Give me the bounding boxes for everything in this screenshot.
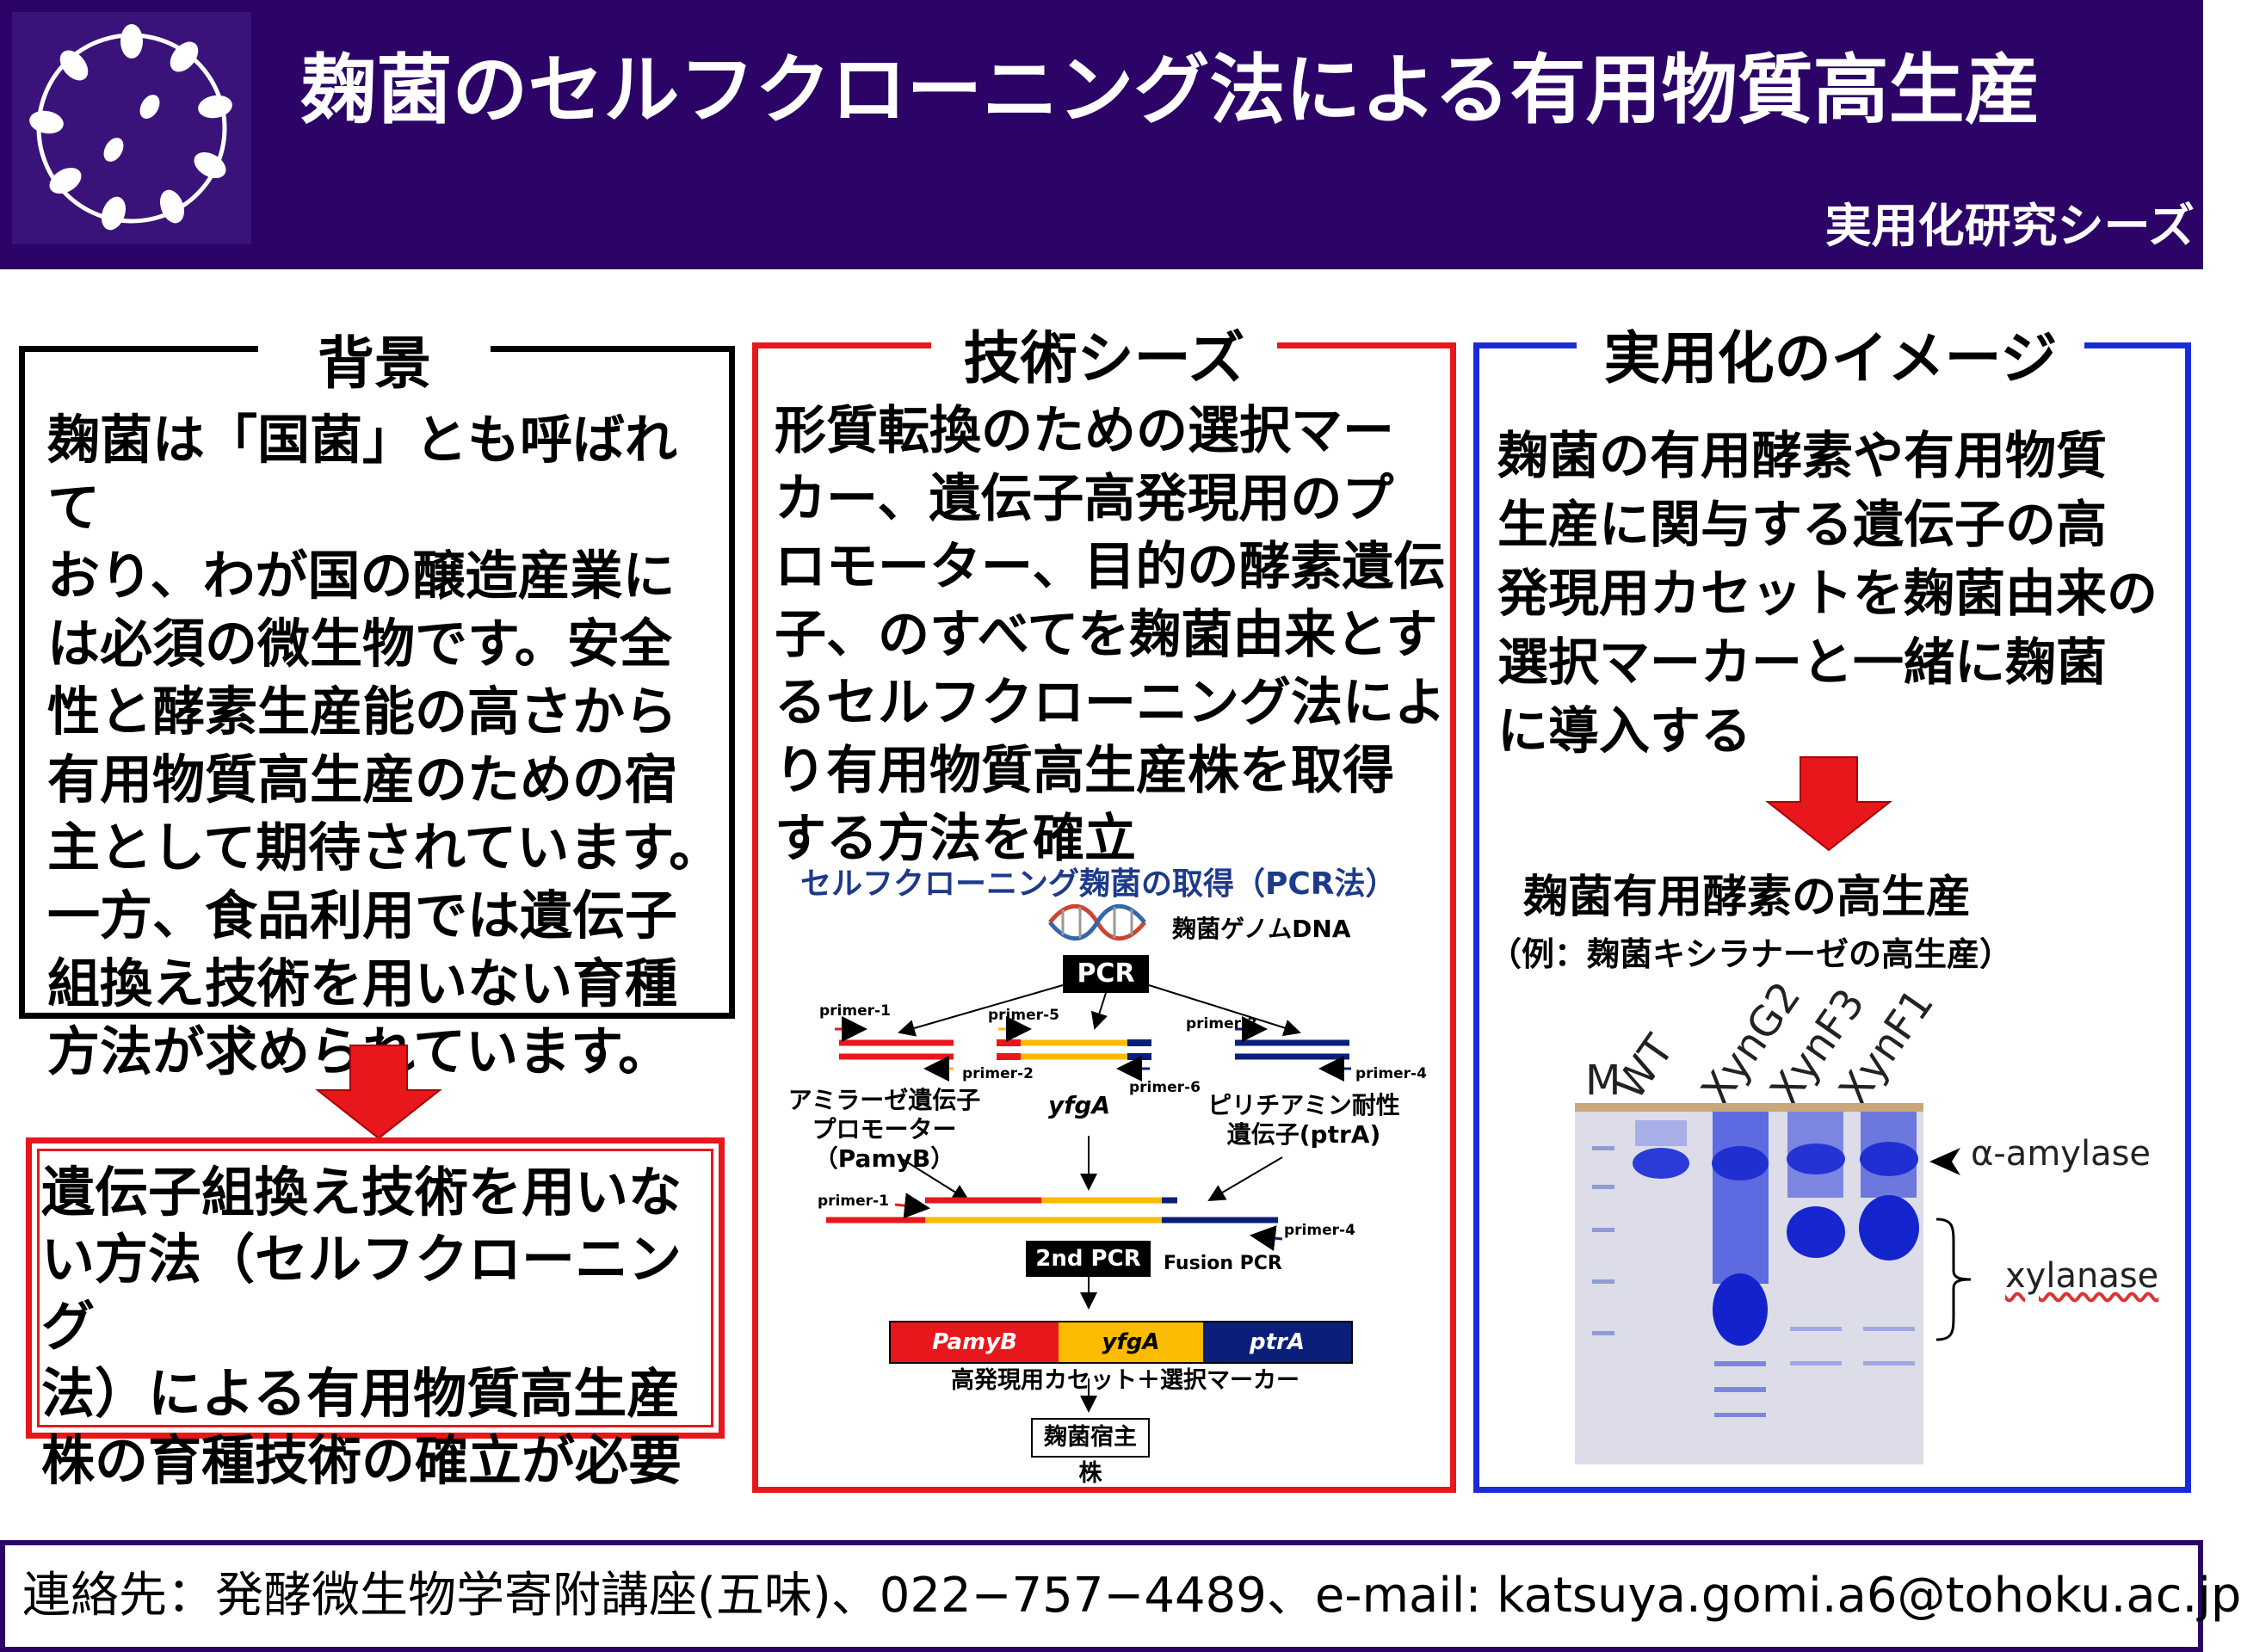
xylanase-bracket	[1935, 1217, 1972, 1341]
cassette: PamyB yfgA ptrA	[889, 1321, 1353, 1364]
text-line: 生産に関与する遺伝子の高	[1497, 495, 2108, 554]
text-line: 遺伝子組換え技術を用いな	[41, 1161, 682, 1224]
result-title: 麹菌有用酵素の高生産	[1523, 872, 1972, 923]
primer-label: primer-6	[1129, 1079, 1201, 1096]
seeds-text: 形質転換のための選択マー カー、遺伝子高発現用のプ ロモーター、目的の酵素遺伝 …	[775, 398, 1454, 873]
gene2-label: yfgA	[1048, 1091, 1111, 1119]
text-line: に導入する	[1497, 701, 1752, 761]
text-line: 麹菌の有用酵素や有用物質	[1497, 426, 2108, 485]
cassette-yfga: yfgA	[1059, 1322, 1203, 1362]
sds-page-gel	[1575, 1103, 1923, 1464]
text-line: 遺伝子(ptrA)	[1226, 1120, 1381, 1149]
pcr-box: PCR	[1063, 955, 1149, 993]
background-text: 麹菌は「国菌」とも呼ばれて おり、わが国の醸造産業に は必須の微生物です。安全 …	[47, 406, 727, 1086]
text-line: （PamyB）	[813, 1144, 955, 1173]
cassette-label: 高発現用カセット＋選択マーカー	[951, 1367, 1300, 1394]
text-line: 麹菌は「国菌」とも呼ばれて	[47, 410, 678, 539]
background-title: 背景	[258, 325, 491, 403]
text-line: カー、遺伝子高発現用のプ	[775, 469, 1394, 529]
down-arrow-2	[1765, 756, 1892, 852]
result-example: （例：麹菌キシラナーゼの高生産）	[1489, 935, 2013, 973]
text-line: 一方、食品利用では遺伝子	[47, 885, 678, 946]
text-line: るセルフクローニング法によ	[775, 673, 1446, 733]
text-line: 主として期待されています。	[47, 817, 722, 878]
primer-label: primer-2	[962, 1065, 1034, 1082]
primer-label: primer-1	[819, 1002, 891, 1020]
dna-icon	[1048, 903, 1146, 941]
contact-footer: 連絡先：発酵微生物学寄附講座(五味)、022−757−4489、e-mail: …	[0, 1540, 2241, 1652]
page-subtitle: 実用化研究シーズ	[1824, 199, 2195, 253]
text-line: は必須の微生物です。安全	[47, 613, 672, 675]
seeds-title: 技術シーズ	[931, 320, 1277, 398]
text-line: する方法を確立	[775, 809, 1136, 869]
cassette-pamyb: PamyB	[891, 1322, 1059, 1362]
diagram-title: セルフクローニング麹菌の取得（PCR法）	[800, 866, 1397, 902]
primer-label: primer-5	[988, 1007, 1059, 1024]
fusion-label: Fusion PCR	[1164, 1253, 1282, 1274]
text-line: 性と酵素生産能の高さから	[47, 681, 678, 743]
text-line: 形質転換のための選択マー	[775, 401, 1394, 461]
text-line: 株の育種技術の確立が必要	[41, 1429, 682, 1492]
alpha-amylase-label: α-amylase	[1971, 1134, 2151, 1174]
application-title: 実用化のイメージ	[1577, 320, 2084, 398]
pcr-lines	[826, 984, 1351, 1413]
gel-lane-label: M	[1585, 1057, 1621, 1105]
second-pcr-box: 2nd PCR	[1026, 1241, 1151, 1277]
host-box: 麹菌宿主株	[1031, 1418, 1150, 1487]
text-line: り有用物質高生産株を取得	[775, 741, 1394, 801]
text-line: プロモーター	[812, 1115, 957, 1143]
text-line: 選択マーカーと一緒に麹菌	[1497, 632, 2108, 692]
primer-label: primer-3	[1186, 1015, 1257, 1032]
xylanase-label: xylanase	[2005, 1256, 2159, 1296]
university-logo	[12, 12, 251, 244]
text-line: 有用物質高生産のための宿	[47, 749, 678, 811]
text-line: 子、のすべてを麹菌由来とす	[775, 605, 1438, 665]
genome-label: 麹菌ゲノムDNA	[1172, 915, 1351, 943]
text-line: 法）による有用物質高生産	[41, 1362, 681, 1425]
page-title: 麹菌のセルフクローニング法による有用物質高生産	[300, 46, 2040, 134]
need-box	[26, 1137, 725, 1439]
pcr-diagram: セルフクローニング麹菌の取得（PCR法） 麹菌ゲノムDNA PCR	[757, 852, 1454, 1489]
band-pointer-icon	[1929, 1148, 1960, 1175]
primer-label: primer-4	[1284, 1222, 1355, 1239]
text-line: 組換え技術を用いない育種	[47, 953, 678, 1014]
contact-text: 連絡先：発酵微生物学寄附講座(五味)、022−757−4489、e-mail: …	[22, 1568, 2241, 1624]
text-line: おり、わが国の醸造産業に	[47, 546, 676, 607]
text-line: い方法（セルフクローニング	[41, 1228, 682, 1358]
primer-label: primer-4	[1355, 1065, 1427, 1082]
text-line: ロモーター、目的の酵素遺伝	[775, 537, 1446, 597]
gene1-label: アミラーゼ遺伝子 プロモーター （PamyB）	[783, 1086, 985, 1174]
primer-label: primer-1	[818, 1193, 889, 1210]
text-line: アミラーゼ遺伝子	[787, 1086, 981, 1114]
text-line: ピリチアミン耐性	[1207, 1091, 1400, 1119]
text-line: 発現用カセットを麹菌由来の	[1497, 564, 2158, 623]
need-text: 遺伝子組換え技術を用いな い方法（セルフクローニング 法）による有用物質高生産 …	[41, 1159, 721, 1495]
application-text: 麹菌の有用酵素や有用物質 生産に関与する遺伝子の高 発現用カセットを麹菌由来の …	[1497, 422, 2186, 766]
down-arrow-1	[315, 1045, 442, 1140]
gene3-label: ピリチアミン耐性 遺伝子(ptrA)	[1179, 1091, 1429, 1150]
cassette-ptra: ptrA	[1203, 1322, 1351, 1362]
header-bar: 麹菌のセルフクローニング法による有用物質高生産 実用化研究シーズ	[0, 0, 2203, 269]
